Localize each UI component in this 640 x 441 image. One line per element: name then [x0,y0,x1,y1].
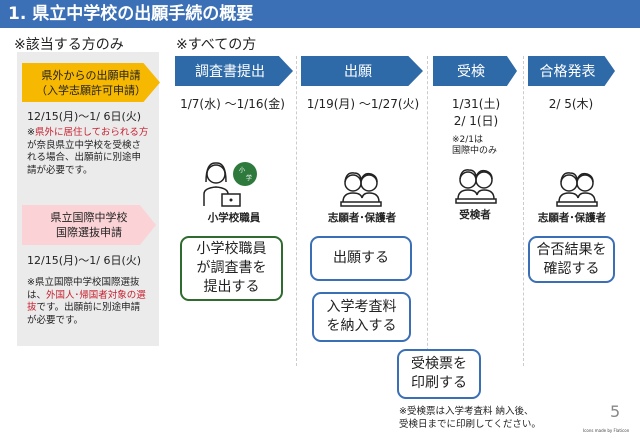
check-result-box: 合否結果を確認する [528,236,615,283]
step2-date: 1/19(月) ～1/27(火) [306,97,420,111]
international-selection-label: 県立国際中学校 国際選抜申請 [22,205,156,245]
box-line: 小学校職員 [196,241,267,257]
note-prefix: ※県立国際中学校国際選抜は、 [27,277,140,301]
students-icon [556,172,598,207]
step4-actor: 志願者･保護者 [537,212,607,224]
item1-note: ※県外に居住しておられる方が奈良県立中学校を受検される場合、出願前に別途申請が必… [27,127,149,177]
print-ticket-box: 受検票を印刷する [397,349,481,399]
box-line: 確認する [543,260,600,277]
step-result: 合格発表 [528,56,615,86]
item2-note: ※県立国際中学校国際選抜は、外国人･帰国者対象の選抜です。出願前に別途申請が必要… [27,277,149,327]
label-line: （入学志願許可申請） [36,83,146,97]
apply-box: 出願する [310,236,412,281]
item2-date: 12/15(月)～1/ 6日(火) [27,254,142,267]
box-line: 提出する [203,279,260,295]
badge-text: 小 [239,166,245,174]
box-line: 印刷する [411,375,467,391]
students-icon [340,172,382,207]
step4-date: 2/ 5(木) [548,97,594,111]
right-heading: ※すべての方 [176,37,257,53]
page-title: 1. 県立中学校の出願手続の概要 [8,4,254,24]
step1-actor: 小学校職員 [207,212,261,224]
date-line: 2/ 1(日) [453,114,499,128]
step-report-submission: 調査書提出 [175,56,293,86]
students-icon [455,169,497,204]
pay-fee-box: 入学考査料を納入する [312,292,411,342]
note-line: 国際中のみ [452,146,498,156]
step-application: 出願 [301,56,423,86]
page-number: 5 [610,402,621,421]
date-line: 1/31(土) [451,97,501,111]
note-prefix: ※ [27,127,35,138]
box-line: 受検票を [411,356,467,372]
label-line: 県立国際中学校 [50,211,128,224]
step2-actor: 志願者･保護者 [327,212,397,224]
footnote: ※受検票は入学考査料 納入後、受検日までに印刷してください。 [399,405,541,431]
note-text: が奈良県立中学校を受検される場合、出願前に別途申請が必要です。 [27,139,142,176]
step3-date: 1/31(土) 2/ 1(日) [430,96,522,130]
box-line: を納入する [326,318,397,334]
divider [427,56,428,366]
box-line: 合否結果を [536,241,607,258]
out-of-prefecture-application-label: 県外からの出願申請 （入学志願許可申請） [22,63,160,102]
divider [523,56,524,366]
title-bar: 1. 県立中学校の出願手続の概要 [0,0,640,28]
item1-date: 12/15(月)～1/ 6日(火) [27,110,142,123]
label-line: 国際選抜申請 [56,226,122,239]
left-heading: ※該当する方のみ [14,37,124,53]
icon-credit: Icons made by Flaticon [583,428,630,433]
note-line: ※2/1は [452,135,484,145]
step3-note: ※2/1は国際中のみ [452,135,497,157]
badge-text: 学 [246,174,252,182]
note-text: です。出願前に別途申請が必要です。 [27,302,141,326]
note-highlight: 外国人･帰国者対象の選抜 [27,289,146,314]
teacher-laptop-icon: 小 学 [203,162,257,207]
divider [296,56,297,366]
step-exam: 受検 [433,56,517,86]
note-highlight: 県外に居住しておられる方 [34,127,149,138]
footnote-line: 受検日までに印刷してください。 [399,419,541,430]
submit-report-box: 小学校職員が調査書を提出する [180,236,283,301]
box-line: 入学考査料 [326,299,397,315]
step1-date: 1/7(水) ～1/16(金) [180,97,285,111]
step3-actor: 受検者 [459,209,491,221]
label-line: 県外からの出願申請 [41,68,141,82]
footnote-line: ※受検票は入学考査料 納入後、 [399,406,534,417]
box-line: が調査書を [196,260,267,276]
